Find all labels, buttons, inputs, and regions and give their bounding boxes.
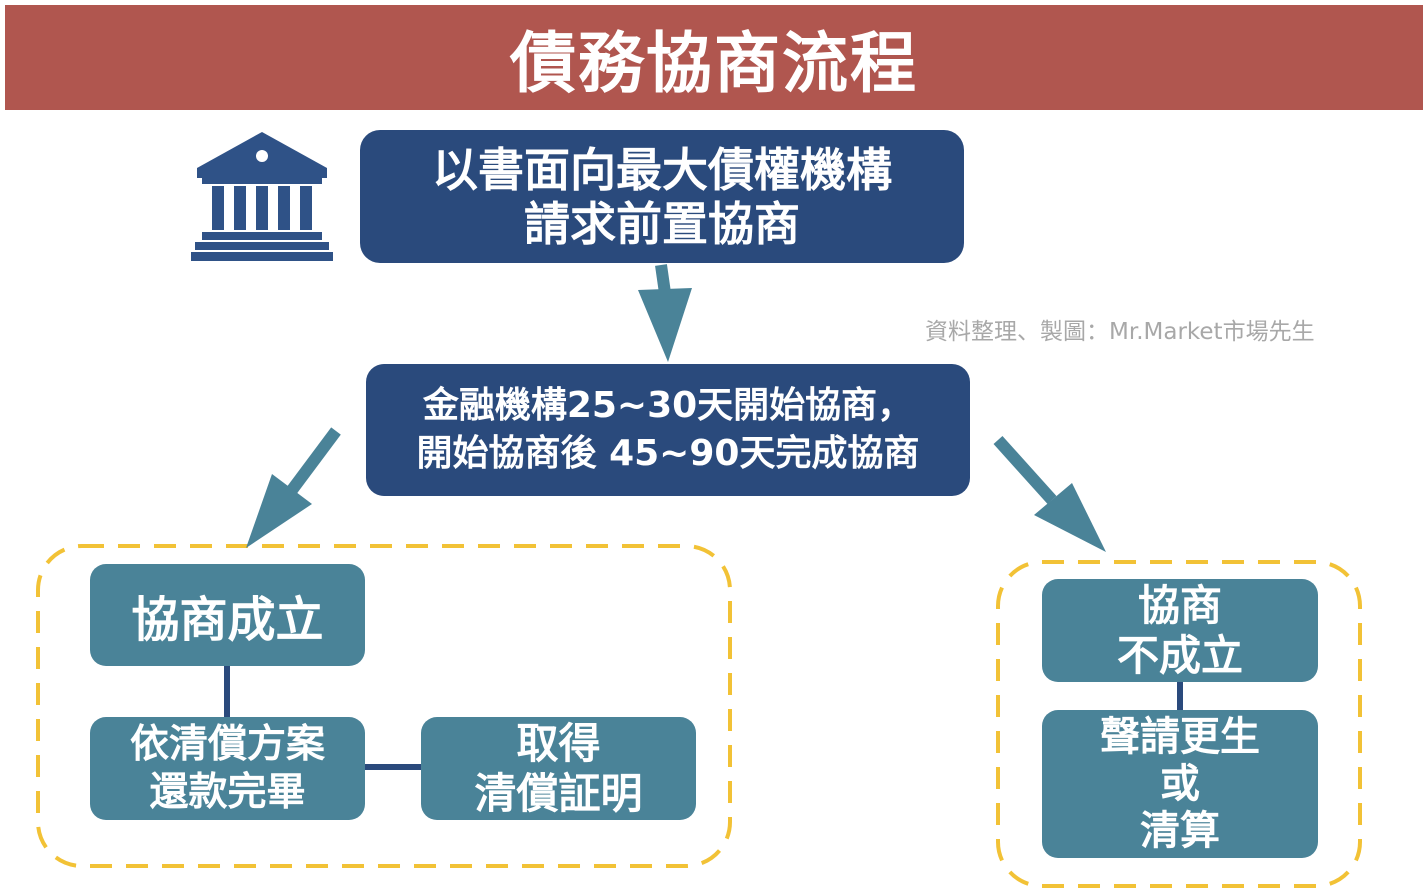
timeline-step-line-1: 金融機構25~30天開始協商， <box>422 385 914 426</box>
repay-step-box: 依清償方案 還款完畢 <box>90 717 365 820</box>
repay-step-line-2: 還款完畢 <box>149 769 306 815</box>
request-step-line-2: 請求前置協商 <box>524 196 800 251</box>
failure-next-line-2: 或 <box>1160 760 1200 807</box>
timeline-step-line-2: 開始協商後 45~90天完成協商 <box>416 433 920 474</box>
request-step-line-1: 以書面向最大債權機構 <box>432 142 892 197</box>
page-title: 債務協商流程 <box>510 24 918 102</box>
failure-outcome-line-2: 不成立 <box>1116 630 1243 680</box>
success-group-outline <box>36 544 732 868</box>
credit-note: 資料整理、製圖：Mr.Market市場先生 <box>925 319 1315 345</box>
failure-next-line-1: 聲請更生 <box>1100 713 1260 760</box>
failure-next-step-box: 聲請更生 或 清算 <box>1042 710 1318 858</box>
failure-outcome-line-1: 協商 <box>1137 580 1222 630</box>
certificate-step-line-2: 清償証明 <box>474 768 643 818</box>
arrow-to-failure <box>993 435 1106 552</box>
certificate-step-box: 取得 清償証明 <box>421 717 696 820</box>
failure-outcome-box: 協商 不成立 <box>1042 579 1318 682</box>
title-banner: 債務協商流程 <box>5 5 1423 110</box>
bank-building-icon <box>191 132 333 261</box>
arrow-request-to-timeline <box>638 264 692 362</box>
success-outcome-label: 協商成立 <box>131 592 324 648</box>
success-outcome-box: 協商成立 <box>90 564 365 666</box>
arrow-to-success <box>246 427 341 548</box>
failure-next-line-3: 清算 <box>1140 807 1220 854</box>
repay-step-line-1: 依清償方案 <box>129 721 325 767</box>
timeline-step-box: 金融機構25~30天開始協商， 開始協商後 45~90天完成協商 <box>366 364 970 496</box>
certificate-step-line-1: 取得 <box>516 718 601 768</box>
request-step-box: 以書面向最大債權機構 請求前置協商 <box>360 130 964 263</box>
